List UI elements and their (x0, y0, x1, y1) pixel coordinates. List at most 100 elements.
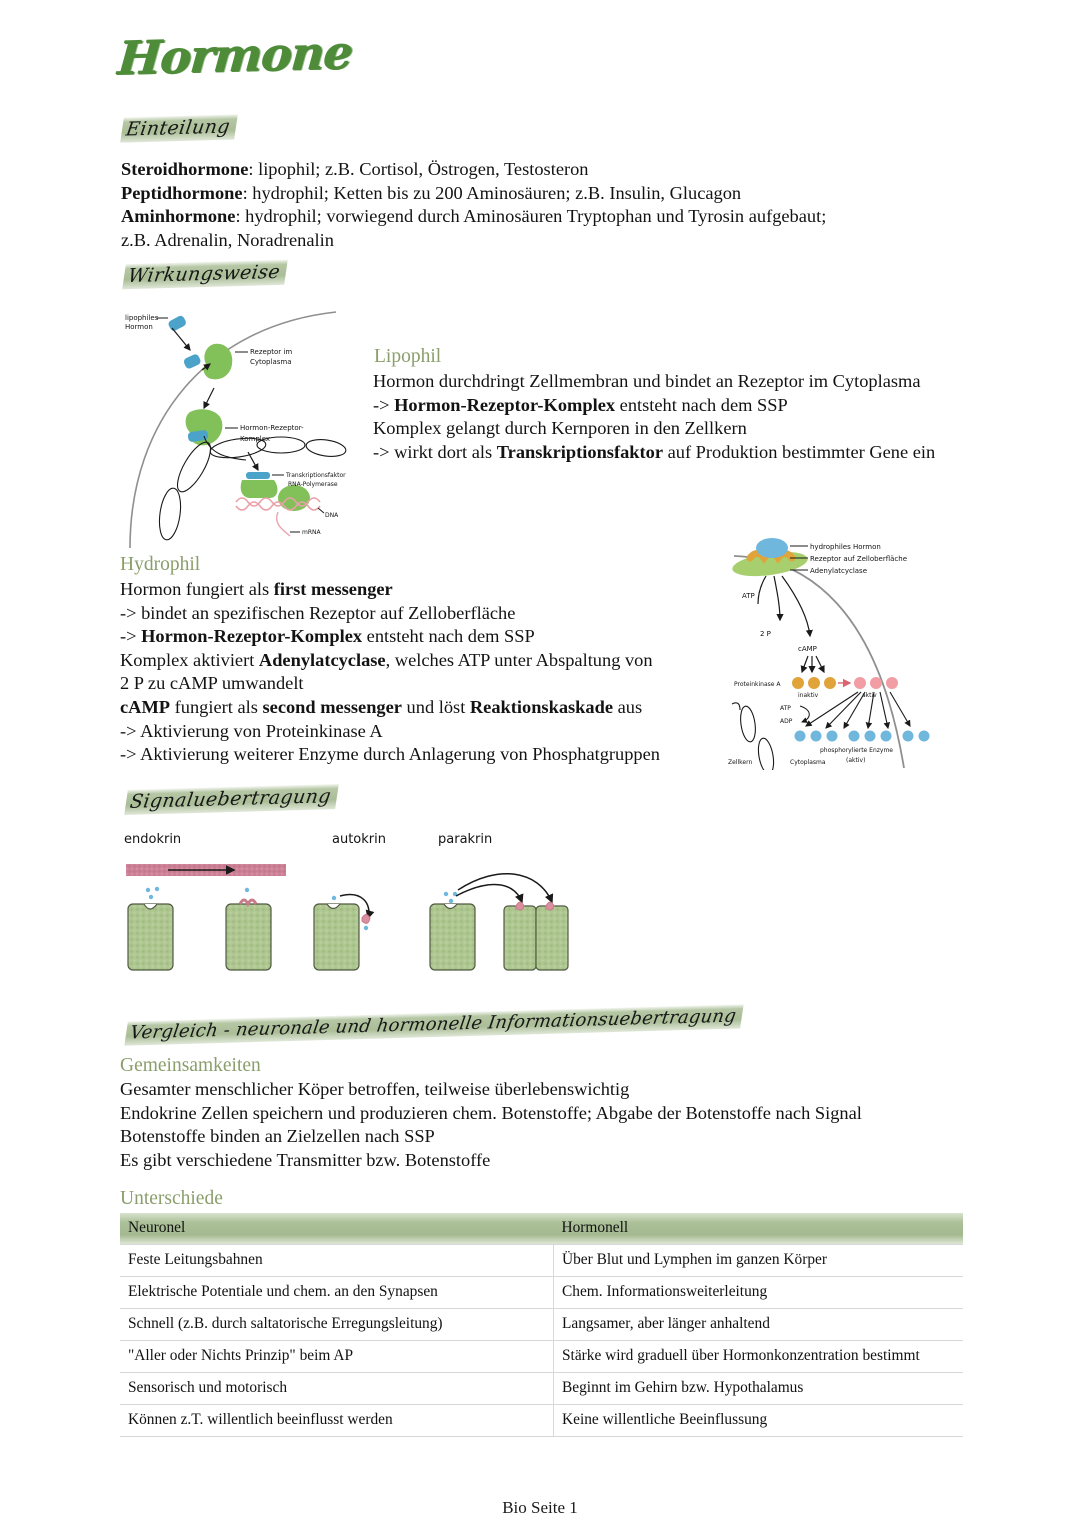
label-rezeptor-2: Cytoplasma (250, 358, 292, 366)
pka-active-2 (870, 677, 882, 689)
table-cell-hormonell: Langsamer, aber länger anhaltend (553, 1308, 963, 1341)
arrow-hormone-entry (171, 327, 191, 351)
transcription-complex-shape (240, 480, 278, 498)
arrow-phos-3 (843, 691, 866, 729)
lipophil-line-4: -> wirkt dort als Transkriptionsfaktor a… (373, 441, 936, 462)
einteilung-line-2: Peptidhormone: hydrophil; Ketten bis zu … (121, 182, 826, 206)
table-cell-hormonell: Über Blut und Lymphen im ganzen Körper (553, 1244, 963, 1277)
label-atp-2: ATP (780, 705, 791, 712)
parakrin-messenger-1 (443, 891, 449, 897)
autokrin-arrow (339, 893, 375, 920)
table-row: "Aller oder Nichts Prinzip" beim AP Stär… (120, 1340, 963, 1373)
hydrophil-line-2: -> bindet an spezifischen Rezeptor auf Z… (120, 602, 516, 623)
parakrin-receptor-2 (545, 901, 555, 911)
autokrin-cell (313, 903, 360, 971)
term-steroidhormone: Steroidhormone (121, 159, 249, 179)
label-lipophiles-hormon-1: lipophiles (125, 314, 159, 322)
autokrin-messenger-1 (331, 895, 337, 901)
table-cell-neuronal: Feste Leitungsbahnen (120, 1244, 554, 1277)
table-cell-hormonell: Keine willentliche Beeinflussung (553, 1404, 963, 1437)
term-peptidhormone: Peptidhormone (121, 182, 243, 203)
table-row: Schnell (z.B. durch saltatorische Erregu… (120, 1308, 963, 1341)
label-hydrophiles-hormon: hydrophiles Hormon (810, 543, 881, 551)
label-adp: ADP (780, 718, 793, 725)
parakrin-target-cell-2 (535, 905, 569, 971)
arrow-camp-3 (815, 655, 825, 674)
hydrophile-hormone-shape (756, 538, 788, 558)
section-heading-einteilung: Einteilung (120, 114, 238, 143)
gemeinsamkeiten-line-4: Es gibt verschiedene Transmitter bzw. Bo… (120, 1149, 491, 1170)
parakrin-target-cell-1 (503, 905, 537, 971)
subheading-hydrophil: Hydrophil (120, 554, 201, 575)
autokrin-cell-notch (326, 903, 341, 910)
table-cell-neuronal: Können z.T. willentlich beeinflusst werd… (120, 1404, 554, 1437)
table-header-hormonell: Hormonell (553, 1213, 963, 1245)
table-cell-hormonell: Chem. Informationsweiterleitung (553, 1276, 963, 1309)
label-cytoplasma: Cytoplasma (790, 759, 826, 766)
autokrin-receptor (361, 914, 371, 924)
table-body: Feste Leitungsbahnen Über Blut und Lymph… (120, 1244, 963, 1437)
table-cell-neuronal: Elektrische Potentiale und chem. an den … (120, 1276, 554, 1309)
lipophil-line-3: Komplex gelangt durch Kernporen in den Z… (373, 418, 747, 439)
label-autokrin: autokrin (332, 832, 386, 847)
term-aminhormone: Aminhormone (121, 206, 236, 227)
arrow-into-nucleus (247, 451, 259, 472)
pka-inactive-3 (824, 677, 836, 689)
term-reaktionskaskade: Reaktionskaskade (469, 696, 613, 717)
enzyme-3 (826, 730, 838, 742)
label-proteinkinase-a: Proteinkinase A (734, 681, 781, 688)
page-footer: Bio Seite 1 (502, 1498, 578, 1517)
label-2p: 2 P (760, 630, 771, 638)
term-adenylatcyclase: Adenylatcyclase (258, 649, 386, 670)
cell-membrane-curve (129, 311, 337, 549)
table-cell-neuronal: Sensorisch und motorisch (120, 1372, 554, 1405)
subheading-gemeinsamkeiten: Gemeinsamkeiten (120, 1055, 261, 1076)
gemeinsamkeiten-body: Gesamter menschlicher Köper betroffen, t… (120, 1078, 862, 1172)
table-row: Feste Leitungsbahnen Über Blut und Lymph… (120, 1244, 963, 1277)
einteilung-line-1: Steroidhormone: lipophil; z.B. Cortisol,… (121, 158, 826, 182)
table-header-row: Neuronel Hormonell (120, 1213, 963, 1245)
hydrophil-line-6: cAMP fungiert als second messenger und l… (120, 696, 643, 717)
einteilung-line-3: Aminhormone: hydrophil; vorwiegend durch… (121, 205, 826, 229)
hydrophil-line-8: -> Aktivierung weiterer Enzyme durch Anl… (120, 744, 660, 765)
mrna-strand (276, 511, 291, 537)
label-aktiv-2: (aktiv) (846, 757, 865, 764)
gemeinsamkeiten-line-2: Endokrine Zellen speichern und produzier… (120, 1102, 862, 1123)
endokrin-receptor (238, 898, 258, 908)
hydrophil-line-7: -> Aktivierung von Proteinkinase A (120, 720, 383, 741)
enzyme-7 (902, 730, 914, 742)
gemeinsamkeiten-line-3: Botenstoffe binden an Zielzellen nach SS… (120, 1126, 435, 1147)
lipophile-hormone-shape (168, 315, 186, 331)
nucleus-pore-3 (305, 439, 347, 457)
term-transkriptionsfaktor: Transkriptionsfaktor (496, 441, 663, 462)
einteilung-line-2-rest: : hydrophil; Ketten bis zu 200 Aminosäur… (242, 182, 742, 203)
table-row: Elektrische Potentiale und chem. an den … (120, 1276, 963, 1309)
label-transkriptionsfaktor: Transkriptionsfaktor (285, 472, 346, 479)
label-inaktiv: inaktiv (798, 692, 819, 699)
line-atp (757, 575, 767, 605)
label-endokrin: endokrin (124, 832, 182, 847)
hydrophil-body: Hormon fungiert als first messenger -> b… (120, 578, 660, 767)
einteilung-line-3-rest: : hydrophil; vorwiegend durch Aminosäure… (235, 206, 827, 227)
signal-transmission-diagram (126, 864, 569, 971)
hormone-inside-shape (183, 354, 201, 369)
enzyme-6 (880, 730, 892, 742)
arrow-2p (773, 575, 784, 622)
label-dna: DNA (325, 512, 339, 519)
arrow-phos-1 (805, 691, 859, 727)
term-first-messenger: first messenger (273, 579, 393, 599)
label-rezeptor-1: Rezeptor im (250, 348, 292, 356)
pka-active-1 (854, 677, 866, 689)
term-hormon-rezeptor-komplex-hydro: Hormon-Rezeptor-Komplex (141, 626, 363, 647)
leader-line-dna (317, 507, 325, 514)
section-heading-wirkungsweise: Wirkungsweise (122, 259, 288, 290)
label-rezeptor-oberflaeche: Rezeptor auf Zelloberfläche (810, 555, 907, 563)
hydrophil-line-1: Hormon fungiert als first messenger (120, 579, 393, 599)
label-camp: cAMP (798, 645, 817, 653)
arrow-camp (781, 575, 813, 638)
parakrin-cell-notch (443, 903, 458, 910)
parakrin-source-cell (429, 903, 476, 971)
table-cell-neuronal: Schnell (z.B. durch saltatorische Erregu… (120, 1308, 554, 1341)
endokrin-messenger-2 (154, 886, 160, 892)
